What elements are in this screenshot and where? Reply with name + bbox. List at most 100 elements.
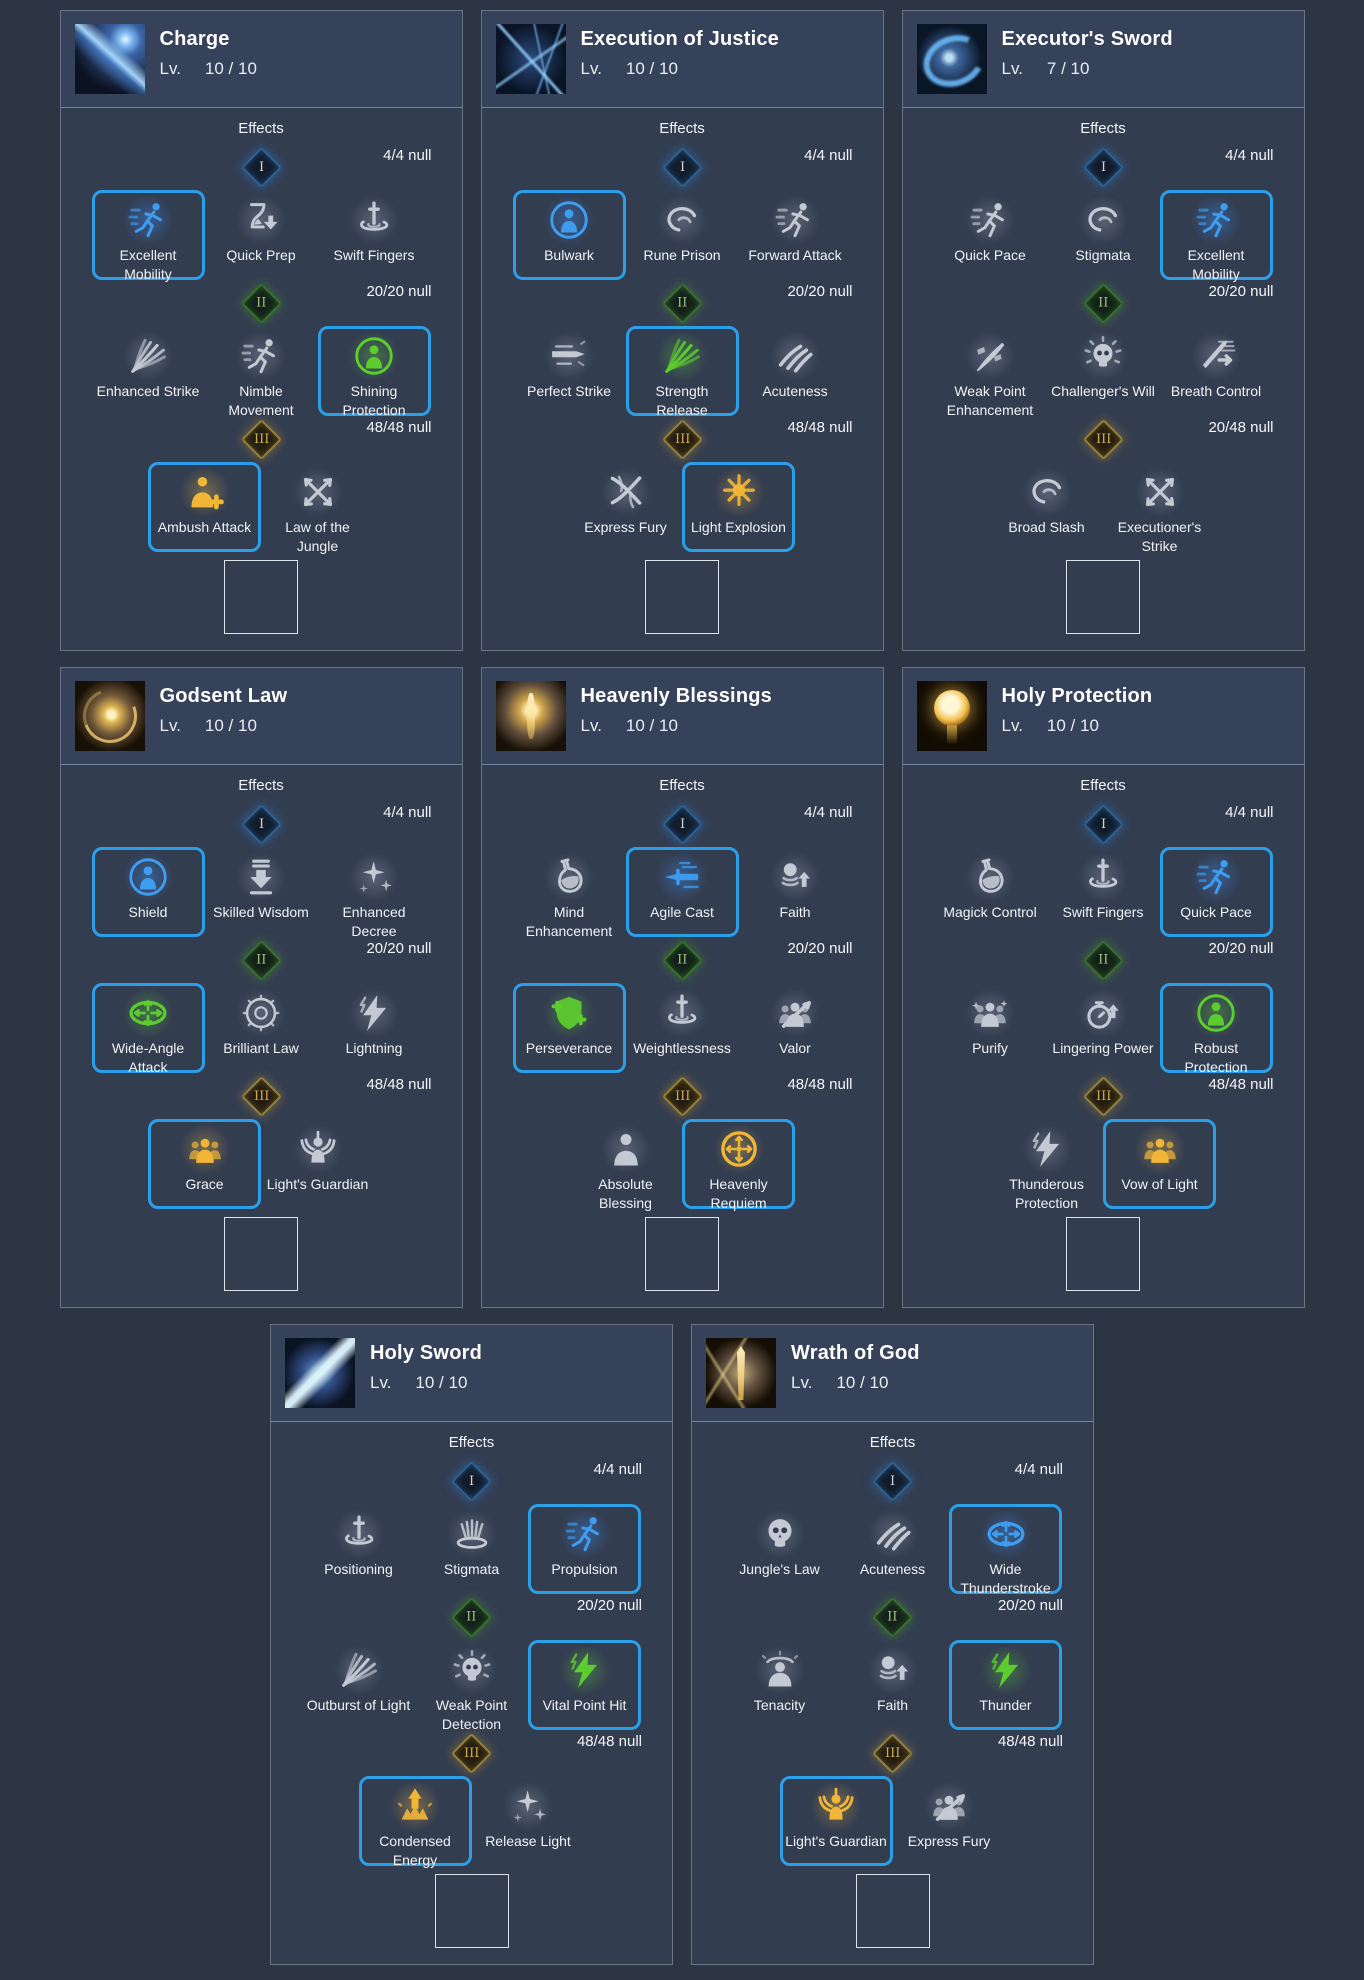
effect-label: Quick Prep bbox=[226, 247, 296, 263]
effect-express-fury[interactable]: Express Fury bbox=[569, 462, 682, 552]
effect-shield[interactable]: Shield bbox=[91, 847, 205, 937]
effect-light-explosion[interactable]: Light Explosion bbox=[682, 462, 795, 552]
skill-level: Lv.7 / 10 bbox=[1002, 59, 1173, 79]
effect-skilled-wisdom[interactable]: Skilled Wisdom bbox=[205, 847, 318, 937]
empty-effect-slot[interactable] bbox=[645, 560, 719, 634]
effect-excellent-mobility[interactable]: Excellent Mobility bbox=[91, 190, 205, 282]
effect-positioning[interactable]: Positioning bbox=[302, 1504, 415, 1594]
effect-shining-protection[interactable]: Shining Protection bbox=[317, 326, 431, 418]
effect-jungle-s-law[interactable]: Jungle's Law bbox=[723, 1504, 836, 1594]
empty-effect-slot[interactable] bbox=[855, 1874, 930, 1948]
effect-stigmata[interactable]: Stigmata bbox=[415, 1504, 528, 1594]
effect-acuteness[interactable]: Acuteness bbox=[836, 1504, 949, 1594]
effect-absolute-blessing[interactable]: Absolute Blessing bbox=[569, 1119, 682, 1211]
effect-thunder[interactable]: Thunder bbox=[949, 1640, 1062, 1730]
tier-numeral: II bbox=[676, 295, 688, 311]
effect-quick-pace[interactable]: Quick Pace bbox=[1159, 847, 1273, 937]
tier-numeral: III bbox=[253, 1088, 269, 1104]
arrow-up-burst-icon bbox=[389, 1782, 441, 1830]
effect-brilliant-law[interactable]: Brilliant Law bbox=[205, 983, 318, 1073]
effect-condensed-energy[interactable]: Condensed Energy bbox=[358, 1776, 472, 1868]
effect-outburst-of-light[interactable]: Outburst of Light bbox=[302, 1640, 415, 1730]
effect-vital-point-hit[interactable]: Vital Point Hit bbox=[528, 1640, 641, 1730]
effect-forward-attack[interactable]: Forward Attack bbox=[739, 190, 852, 280]
effect-release-light[interactable]: Release Light bbox=[472, 1776, 585, 1866]
effect-valor[interactable]: Valor bbox=[739, 983, 852, 1073]
effect-weak-point-detection[interactable]: Weak Point Detection bbox=[415, 1640, 528, 1732]
effect-rune-prison[interactable]: Rune Prison bbox=[626, 190, 739, 280]
tier-ii-diamond-icon: II bbox=[1082, 939, 1124, 981]
effect-broad-slash[interactable]: Broad Slash bbox=[990, 462, 1103, 552]
tier-i-diamond-icon: I bbox=[1082, 803, 1124, 845]
effect-light-s-guardian[interactable]: Light's Guardian bbox=[261, 1119, 374, 1209]
effect-ambush-attack[interactable]: Ambush Attack bbox=[148, 462, 261, 552]
tier-numeral: III bbox=[1095, 1088, 1111, 1104]
skill-level: Lv.10 / 10 bbox=[791, 1373, 920, 1393]
skull-icon bbox=[753, 1510, 806, 1558]
effect-bulwark[interactable]: Bulwark bbox=[512, 190, 626, 280]
lightning-icon bbox=[348, 989, 400, 1037]
effect-vow-of-light[interactable]: Vow of Light bbox=[1103, 1119, 1216, 1209]
tier-ii-diamond-icon: II bbox=[1082, 282, 1124, 324]
level-label: Lv. bbox=[159, 59, 181, 78]
effect-lightning[interactable]: Lightning bbox=[318, 983, 431, 1073]
effect-perseverance[interactable]: Perseverance bbox=[512, 983, 626, 1073]
effect-robust-protection[interactable]: Robust Protection bbox=[1159, 983, 1273, 1075]
tier-count: 20/48 null bbox=[1208, 419, 1274, 436]
effect-magick-control[interactable]: Magick Control bbox=[934, 847, 1047, 937]
effect-grace[interactable]: Grace bbox=[148, 1119, 261, 1209]
effect-executioner-s-strike[interactable]: Executioner's Strike bbox=[1103, 462, 1216, 554]
tier-numeral: I bbox=[258, 159, 264, 175]
effect-acuteness[interactable]: Acuteness bbox=[739, 326, 852, 416]
effect-tenacity[interactable]: Tenacity bbox=[723, 1640, 836, 1730]
empty-effect-slot[interactable] bbox=[1066, 560, 1140, 634]
effect-wide-thunderstroke[interactable]: Wide Thunderstroke bbox=[949, 1504, 1062, 1596]
effect-enhanced-strike[interactable]: Enhanced Strike bbox=[92, 326, 205, 416]
effect-label: Tenacity bbox=[753, 1697, 806, 1713]
effect-law-of-the-jungle[interactable]: Law of the Jungle bbox=[261, 462, 374, 554]
tier-ii-row: II 20/20 null bbox=[512, 280, 853, 326]
tier-iii-diamond-icon: III bbox=[1082, 1075, 1124, 1117]
effect-agile-cast[interactable]: Agile Cast bbox=[625, 847, 739, 937]
effect-light-s-guardian[interactable]: Light's Guardian bbox=[779, 1776, 893, 1866]
empty-effect-slot[interactable] bbox=[224, 1217, 298, 1291]
effect-heavenly-requiem[interactable]: Heavenly Requiem bbox=[682, 1119, 795, 1211]
effect-propulsion[interactable]: Propulsion bbox=[528, 1504, 641, 1594]
claws-icon bbox=[769, 332, 821, 380]
effects-heading: Effects bbox=[1080, 777, 1126, 794]
effect-quick-prep[interactable]: Quick Prep bbox=[205, 190, 318, 280]
effect-swift-fingers[interactable]: Swift Fingers bbox=[1047, 847, 1160, 937]
effect-faith[interactable]: Faith bbox=[836, 1640, 949, 1730]
effect-purify[interactable]: Purify bbox=[934, 983, 1047, 1073]
effect-swift-fingers[interactable]: Swift Fingers bbox=[318, 190, 431, 280]
effect-nimble-movement[interactable]: Nimble Movement bbox=[205, 326, 318, 418]
effect-express-fury[interactable]: Express Fury bbox=[893, 1776, 1006, 1866]
effect-perfect-strike[interactable]: Perfect Strike bbox=[513, 326, 626, 416]
level-value: 10 / 10 bbox=[204, 59, 257, 78]
effect-challenger-s-will[interactable]: Challenger's Will bbox=[1047, 326, 1160, 416]
effect-weightlessness[interactable]: Weightlessness bbox=[626, 983, 739, 1073]
effect-thunderous-protection[interactable]: Thunderous Protection bbox=[990, 1119, 1103, 1211]
effect-wide-angle-attack[interactable]: Wide-Angle Attack bbox=[91, 983, 205, 1075]
effect-mind-enhancement[interactable]: Mind Enhancement bbox=[513, 847, 626, 939]
effect-lingering-power[interactable]: Lingering Power bbox=[1047, 983, 1160, 1073]
effect-label: Express Fury bbox=[907, 1833, 991, 1849]
effect-weak-point-enhancement[interactable]: Weak Point Enhancement bbox=[934, 326, 1047, 418]
effect-quick-pace[interactable]: Quick Pace bbox=[934, 190, 1047, 280]
skill-panel-wrath-of-god: Wrath of God Lv.10 / 10 Effects I 4/4 nu… bbox=[691, 1324, 1094, 1965]
effect-label: Enhanced Strike bbox=[96, 383, 200, 399]
effect-enhanced-decree[interactable]: Enhanced Decree bbox=[318, 847, 431, 939]
empty-effect-slot[interactable] bbox=[224, 560, 298, 634]
effect-excellent-mobility[interactable]: Excellent Mobility bbox=[1159, 190, 1273, 282]
empty-effect-slot[interactable] bbox=[645, 1217, 719, 1291]
skill-panel-body: Effects I 4/4 null Jungle's Law Acutenes… bbox=[692, 1422, 1093, 1948]
empty-effect-slot[interactable] bbox=[1066, 1217, 1140, 1291]
tier-numeral: I bbox=[1100, 816, 1106, 832]
effect-stigmata[interactable]: Stigmata bbox=[1047, 190, 1160, 280]
tier-ii-row: II 20/20 null bbox=[91, 280, 432, 326]
effect-faith[interactable]: Faith bbox=[739, 847, 852, 937]
effect-breath-control[interactable]: Breath Control bbox=[1160, 326, 1273, 416]
effects-heading: Effects bbox=[869, 1434, 916, 1451]
effect-strength-release[interactable]: Strength Release bbox=[625, 326, 739, 418]
empty-effect-slot[interactable] bbox=[434, 1874, 509, 1948]
